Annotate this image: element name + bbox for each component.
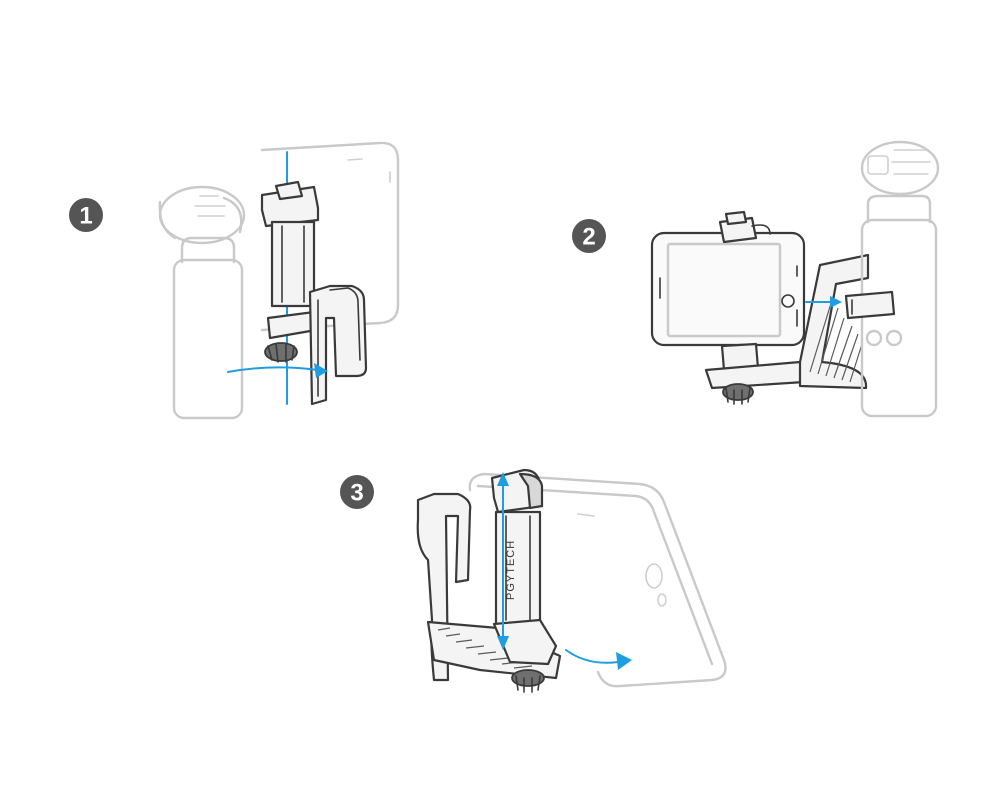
smartphone-icon xyxy=(260,141,400,332)
connector-icon xyxy=(844,290,896,320)
svg-text:2: 2 xyxy=(582,224,595,251)
step-badge-3: 3 xyxy=(340,475,374,509)
bracket-icon xyxy=(798,253,870,390)
brand-mark: PGYTECH xyxy=(505,540,517,600)
phone-clamp-icon xyxy=(704,210,806,405)
direction-arrow-icon xyxy=(497,472,509,650)
svg-text:1: 1 xyxy=(79,203,92,230)
step-3-illustration: 3 PGYTECH xyxy=(340,468,727,693)
step-1-illustration: 1 xyxy=(69,141,400,420)
step-badge-1: 1 xyxy=(69,198,103,232)
step-badge-2: 2 xyxy=(572,219,606,253)
direction-arrow-icon xyxy=(565,649,632,670)
direction-arrow-icon xyxy=(805,296,842,308)
bracket-icon xyxy=(308,284,368,406)
bracket-icon xyxy=(416,492,562,693)
step-2-illustration: 2 xyxy=(572,140,940,418)
smartphone-icon xyxy=(650,231,806,347)
phone-clamp-icon: PGYTECH xyxy=(490,468,558,666)
direction-arrow-icon xyxy=(227,363,328,378)
camera-gimbal-icon xyxy=(860,140,940,418)
phone-clamp-icon xyxy=(260,180,320,363)
svg-text:3: 3 xyxy=(350,480,363,507)
smartphone-icon xyxy=(468,472,727,688)
camera-gimbal-icon xyxy=(158,185,246,420)
